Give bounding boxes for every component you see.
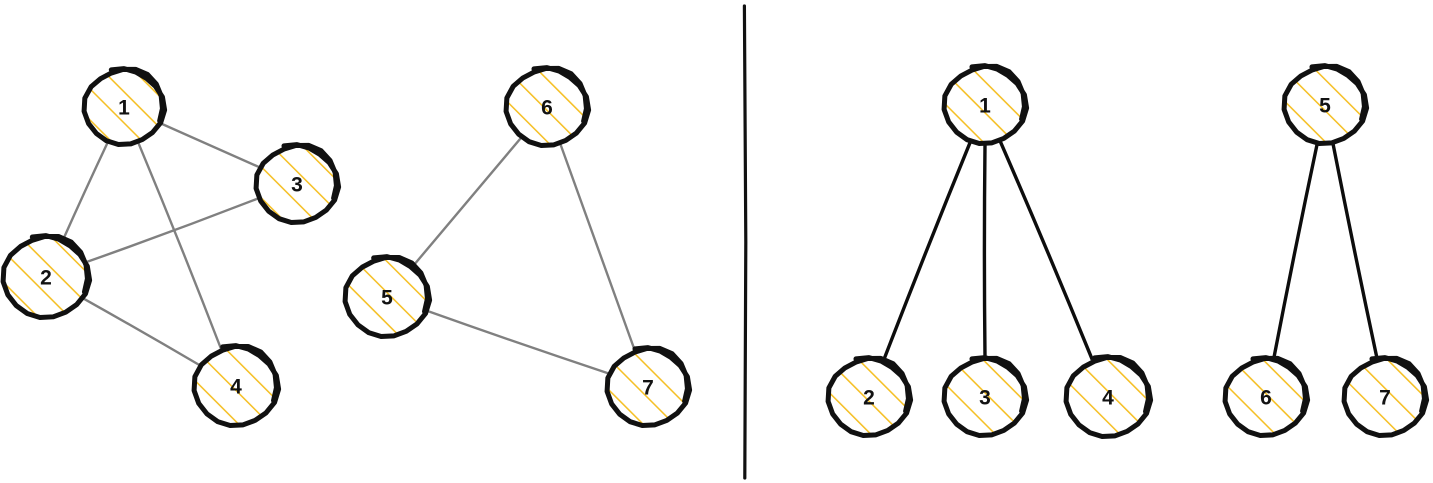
graph-node-7[interactable]: 7 <box>604 345 693 428</box>
node-hatch-fill <box>1226 357 1306 437</box>
graph-node-1[interactable]: 1 <box>81 66 168 147</box>
graph-edge <box>424 309 612 376</box>
graph-edge <box>982 143 987 359</box>
graph-node-6[interactable]: 6 <box>503 65 592 148</box>
graph-node-3[interactable]: 3 <box>941 355 1030 438</box>
node-hatch-fill <box>4 235 88 319</box>
graph-edge <box>998 140 1094 361</box>
graph-node-4[interactable]: 4 <box>191 343 282 428</box>
node-outline <box>342 254 433 339</box>
graph-edge <box>1331 142 1379 360</box>
divider-layer <box>742 4 748 480</box>
graph-node-3[interactable]: 3 <box>253 142 342 225</box>
graph-edge <box>137 142 222 350</box>
node-outline <box>191 343 282 428</box>
node-outline <box>81 66 168 147</box>
edges-layer <box>62 121 1379 376</box>
node-hatch-fill <box>608 347 688 427</box>
node-outline <box>1063 354 1154 439</box>
node-hatch-fill <box>829 357 909 437</box>
node-hatch-fill <box>945 65 1025 145</box>
panel-divider <box>742 4 748 480</box>
node-outline <box>1222 355 1311 438</box>
node-hatch-fill <box>346 256 428 338</box>
node-outline <box>503 65 592 148</box>
node-hatch-fill <box>1285 65 1365 145</box>
graph-node-2[interactable]: 2 <box>0 233 93 320</box>
graph-node-1[interactable]: 1 <box>941 63 1030 146</box>
node-outline <box>825 355 914 438</box>
graph-edge <box>559 143 636 351</box>
graph-edge <box>158 121 262 169</box>
node-hatch-fill <box>85 68 163 146</box>
graph-edge <box>412 136 523 267</box>
node-hatch-fill <box>507 67 587 147</box>
node-outline <box>604 345 693 428</box>
graph-node-6[interactable]: 6 <box>1222 355 1311 438</box>
graph-node-2[interactable]: 2 <box>825 355 914 438</box>
node-hatch-fill <box>195 345 277 427</box>
node-outline <box>941 63 1030 146</box>
graph-node-7[interactable]: 7 <box>1341 355 1430 438</box>
graph-node-5[interactable]: 5 <box>1281 63 1370 146</box>
graph-edge <box>882 140 972 362</box>
graph-node-4[interactable]: 4 <box>1063 354 1154 439</box>
node-outline <box>1281 63 1370 146</box>
graph-node-5[interactable]: 5 <box>342 254 433 339</box>
node-outline <box>253 142 342 225</box>
node-hatch-fill <box>257 144 337 224</box>
node-outline <box>1341 355 1430 438</box>
node-outline <box>0 233 93 320</box>
graph-edge <box>81 296 202 367</box>
node-hatch-fill <box>1067 356 1149 438</box>
node-outline <box>941 355 1030 438</box>
node-hatch-fill <box>1345 357 1425 437</box>
node-hatch-fill <box>945 357 1025 437</box>
graph-edge <box>84 196 261 264</box>
graph-edge <box>1272 142 1319 360</box>
graph-edge <box>62 141 109 240</box>
